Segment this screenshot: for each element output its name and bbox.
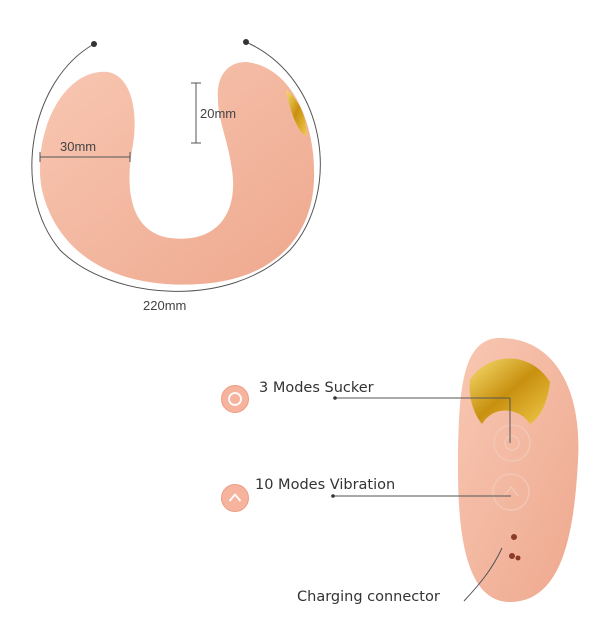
u-body xyxy=(39,62,315,285)
remote-vibration-button xyxy=(492,473,530,511)
remote-control xyxy=(458,338,579,603)
remote-sucker-button xyxy=(493,424,531,462)
sucker-modes-label: 3 Modes Sucker xyxy=(259,380,374,396)
arm-width-label: 30mm xyxy=(60,139,97,154)
length-arc xyxy=(31,41,321,292)
gold-accent xyxy=(286,90,307,136)
total-length-label: 220mm xyxy=(143,298,187,313)
head-height-label: 20mm xyxy=(200,106,237,121)
charging-callout-line xyxy=(463,547,503,602)
charging-port xyxy=(511,534,517,540)
arc-end-right xyxy=(243,39,249,45)
arc-end-left xyxy=(91,41,97,47)
circle-icon xyxy=(221,385,249,413)
remote-gold-top xyxy=(469,358,550,424)
chevron-up-icon xyxy=(221,484,249,512)
vibration-modes-label: 10 Modes Vibration xyxy=(255,477,396,493)
charging-connector-label: Charging connector xyxy=(297,589,440,605)
